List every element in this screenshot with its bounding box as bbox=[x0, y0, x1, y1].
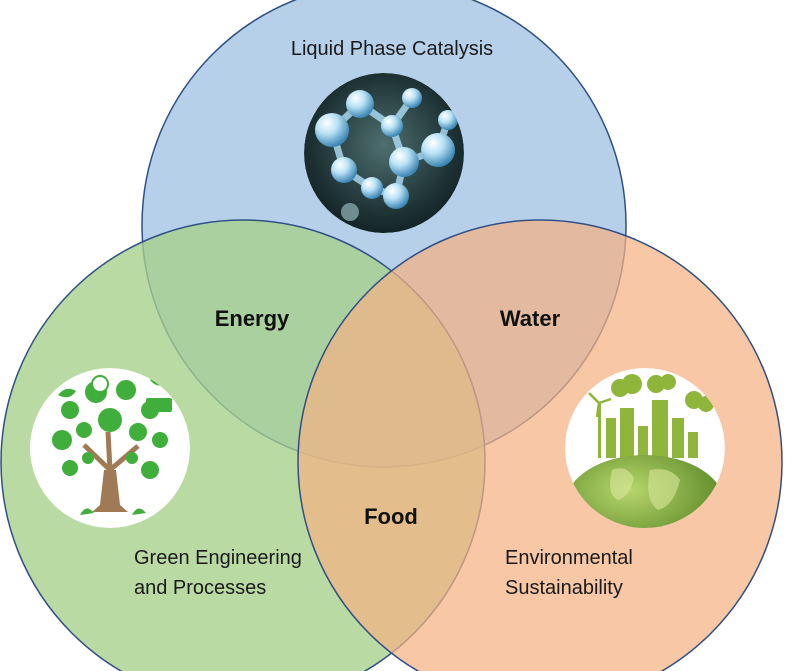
green-city-globe-image bbox=[565, 368, 725, 528]
label-energy: Energy bbox=[215, 306, 290, 331]
label-food: Food bbox=[364, 504, 418, 529]
label-environmental-sustainability-line2: Sustainability bbox=[505, 577, 623, 599]
eco-tree-image bbox=[30, 368, 190, 528]
label-environmental-sustainability-line1: Environmental bbox=[505, 547, 633, 569]
label-green-engineering-line2: and Processes bbox=[134, 577, 266, 599]
label-water: Water bbox=[500, 306, 561, 331]
molecule-image bbox=[304, 73, 464, 233]
label-liquid-phase-catalysis: Liquid Phase Catalysis bbox=[291, 38, 493, 60]
circle-environmental-sustainability bbox=[297, 219, 783, 671]
label-green-engineering-line1: Green Engineering bbox=[134, 547, 302, 569]
